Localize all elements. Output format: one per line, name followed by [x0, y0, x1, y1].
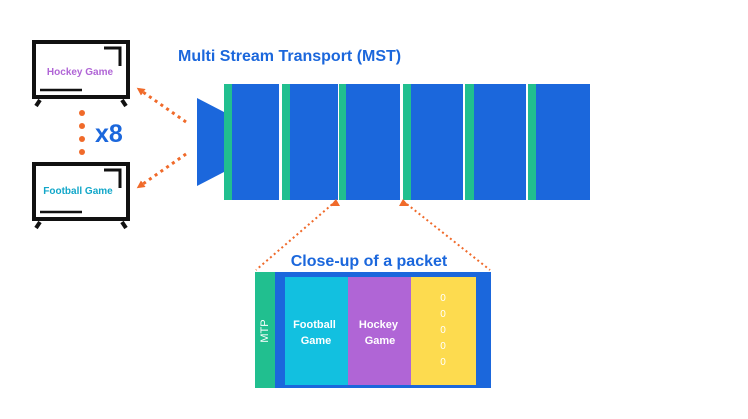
- mtp-label: MTP: [259, 319, 271, 342]
- zoom-line-right: [402, 200, 491, 271]
- packet-stream: [224, 84, 590, 200]
- stream-packet: [528, 84, 590, 200]
- padding-value: 0: [440, 325, 446, 336]
- tv-dotted-connector: [79, 110, 85, 155]
- tv-football-label: Football Game: [43, 186, 113, 197]
- stream-separator: [465, 84, 474, 200]
- stream-separator: [282, 84, 290, 200]
- padding-segment: [411, 277, 476, 385]
- stream-packet: [339, 84, 400, 200]
- padding-value: 0: [440, 341, 446, 352]
- closeup-title: Close-up of a packet: [291, 253, 448, 270]
- stream-packet: [403, 84, 463, 200]
- padding-value: 0: [440, 357, 446, 368]
- mtp-segment: [255, 272, 275, 388]
- arrow-to-football-tv: [136, 152, 187, 189]
- padding-values: 0 0 0 0 0: [440, 293, 446, 368]
- stream-separator: [339, 84, 346, 200]
- stream-separator: [528, 84, 536, 200]
- football-segment-label: Football Game: [293, 319, 339, 347]
- closeup-packet: MTP Football Game Hockey Game 0 0 0 0 0: [255, 272, 491, 388]
- stream-source-cone: [197, 98, 224, 186]
- hockey-segment: [348, 277, 411, 385]
- diagram-title: Multi Stream Transport (MST): [178, 48, 401, 65]
- tv-hockey-label: Hockey Game: [47, 67, 114, 78]
- stream-separator: [224, 84, 232, 200]
- tv-hockey: Hockey Game: [32, 40, 130, 108]
- stream-separator: [403, 84, 411, 200]
- tv-football: Football Game: [32, 162, 130, 230]
- padding-value: 0: [440, 309, 446, 320]
- football-segment: [285, 277, 348, 385]
- stream-packet: [465, 84, 526, 200]
- stream-packet: [282, 84, 338, 200]
- arrow-to-hockey-tv: [136, 87, 187, 124]
- stream-packet: [224, 84, 279, 200]
- multiplier-label: x8: [95, 120, 123, 148]
- hockey-segment-label: Hockey Game: [359, 319, 401, 347]
- padding-value: 0: [440, 293, 446, 304]
